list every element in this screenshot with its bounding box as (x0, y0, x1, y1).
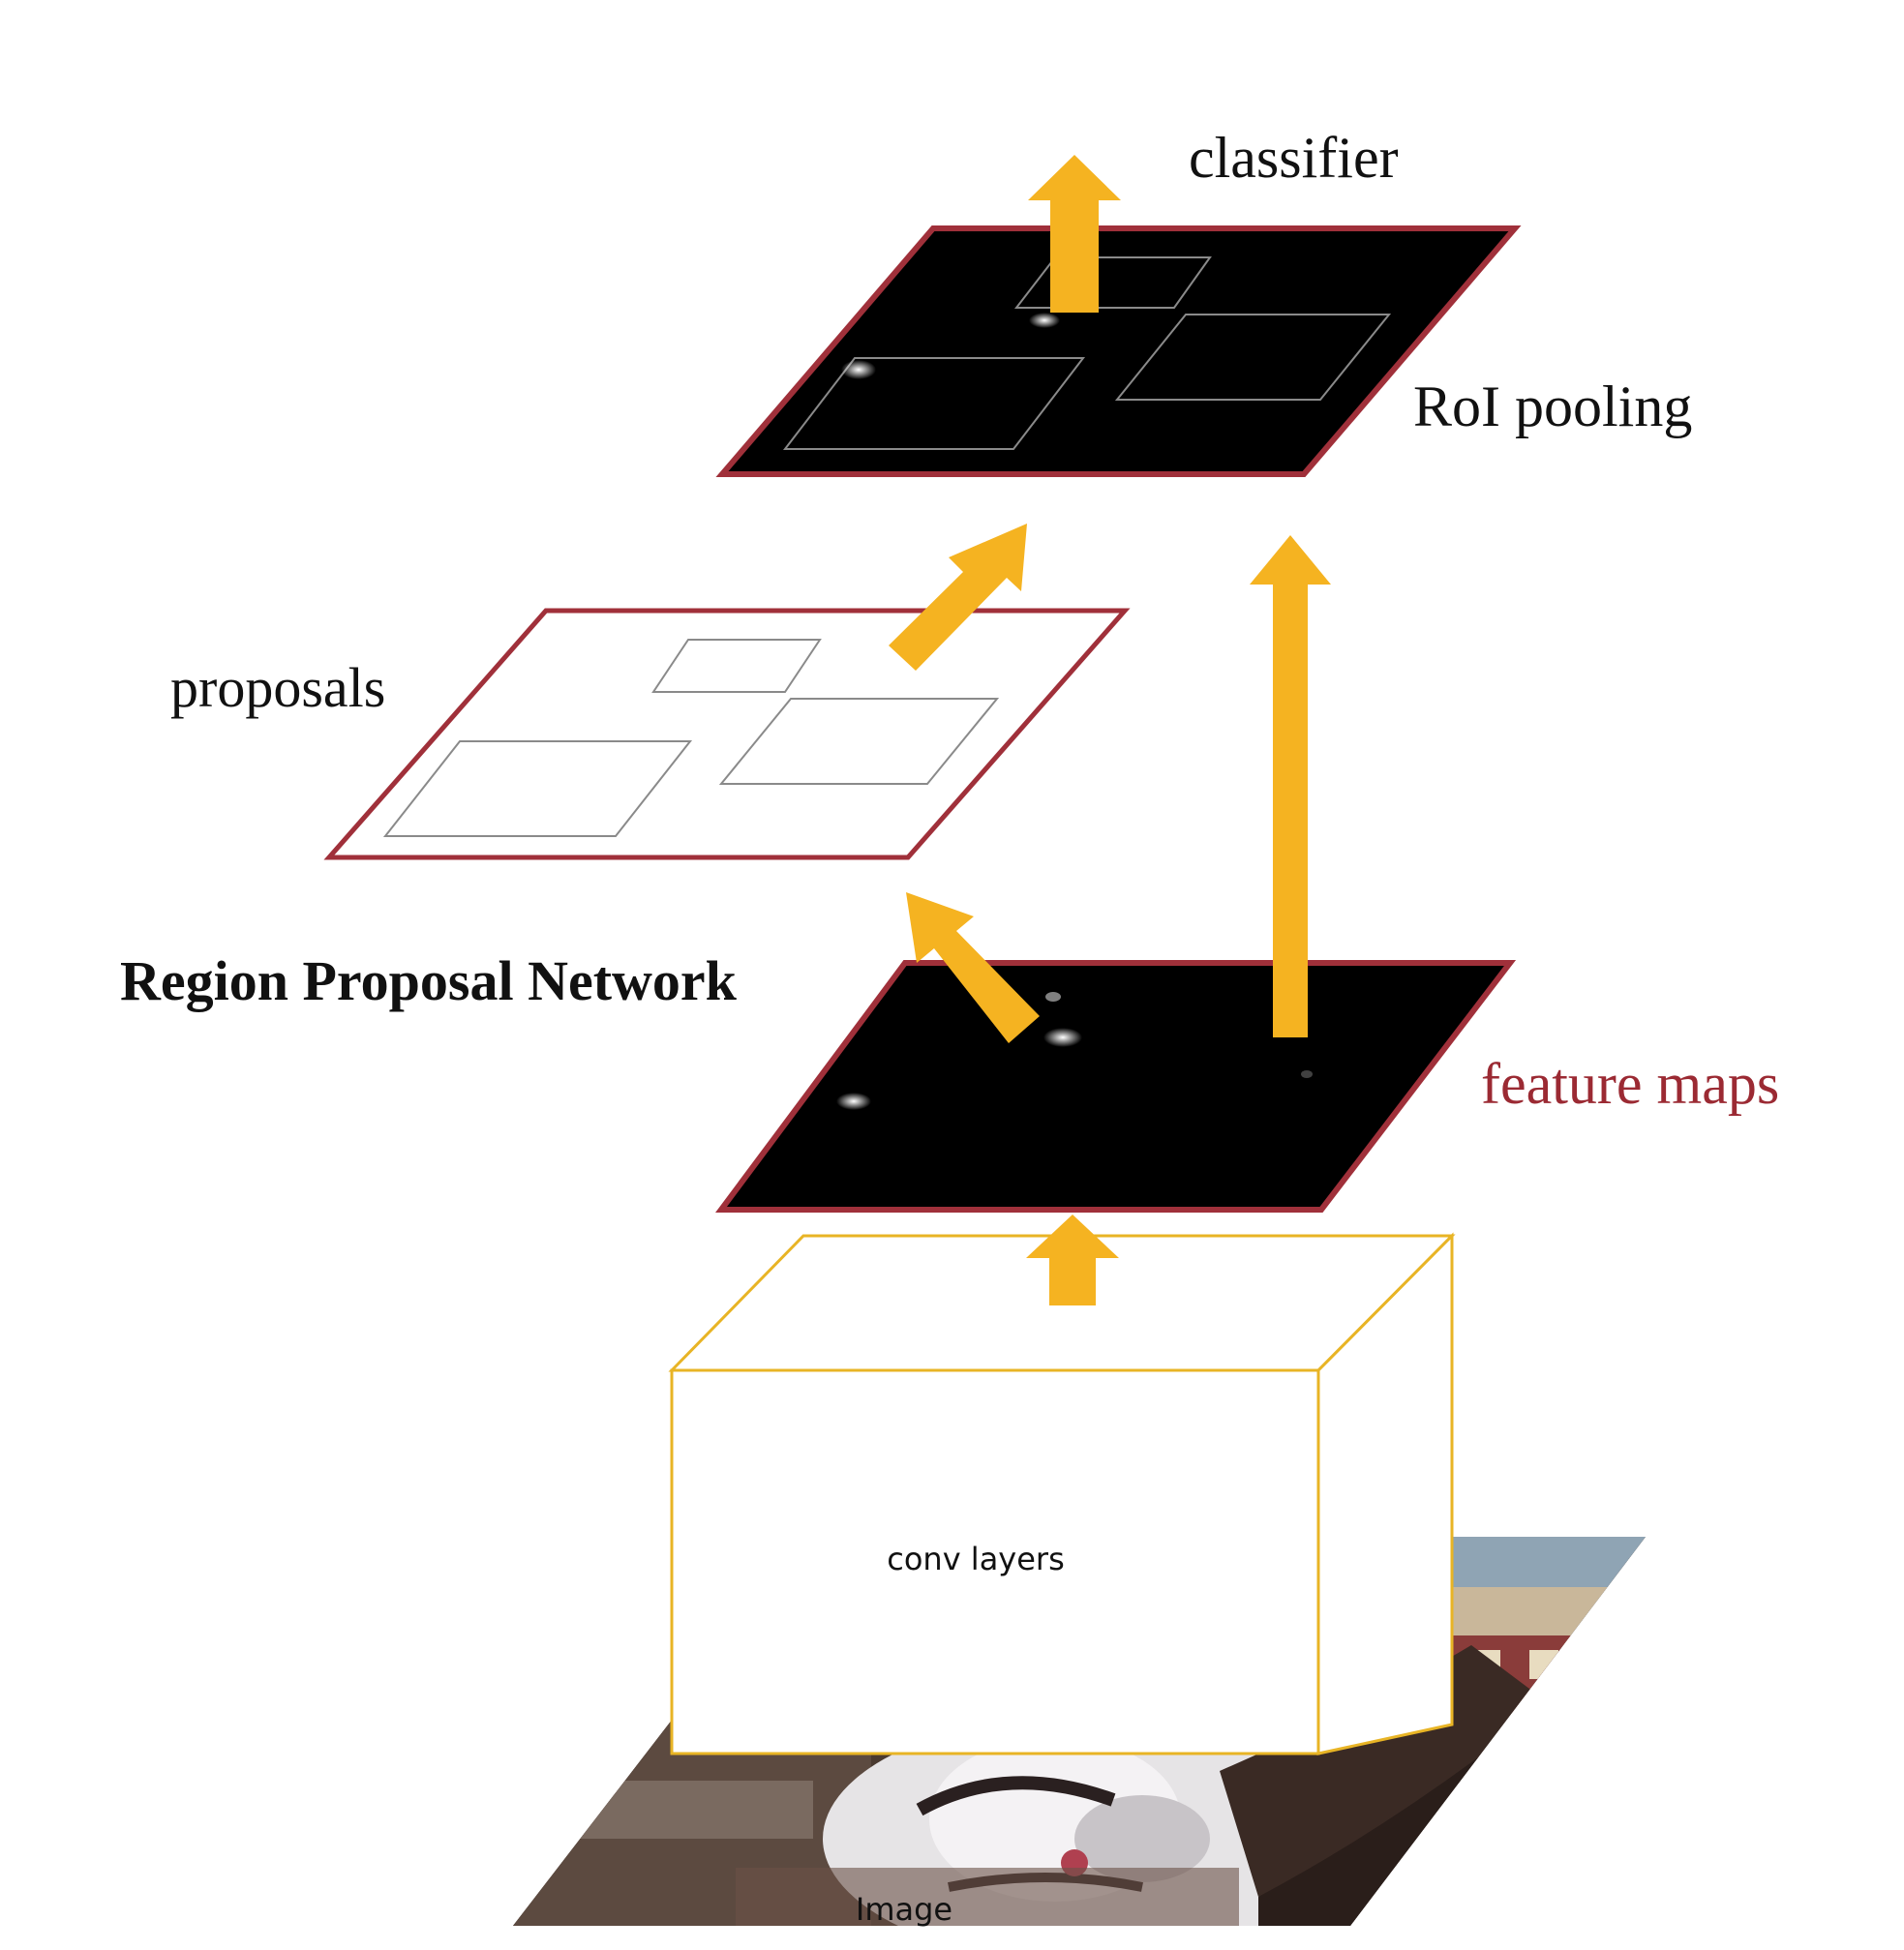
classifier-label: classifier (1189, 126, 1399, 190)
arrows (889, 155, 1331, 1305)
roi-pooling-layer (715, 225, 1522, 477)
conv-layers-box: conv layers (668, 1232, 1456, 1755)
proposal-box-right (718, 698, 1000, 785)
roi-box-small (1013, 256, 1212, 309)
arrow-proposals-to-roi (889, 524, 1027, 671)
conv-layers-label: conv layers (887, 1541, 1065, 1577)
feature-maps-label: feature maps (1481, 1052, 1779, 1116)
roi-box-right (1114, 314, 1392, 401)
proposals-layer (323, 608, 1131, 860)
proposals-label: proposals (170, 656, 385, 719)
arrow-rpn-to-proposals (906, 892, 1040, 1043)
arrow-conv-to-feature-maps (1026, 1215, 1119, 1305)
region-proposal-network-label: Region Proposal Network (120, 949, 738, 1012)
proposal-box-left (382, 740, 693, 837)
image-label: Image (856, 1891, 952, 1928)
roi-pooling-label: RoI pooling (1413, 375, 1692, 438)
feature-maps-layer (715, 960, 1517, 1213)
arrow-feature-maps-to-roi (1250, 535, 1331, 1037)
arrow-roi-to-classifier (1028, 155, 1121, 313)
proposal-box-small (651, 639, 822, 693)
roi-box-left (782, 357, 1086, 450)
